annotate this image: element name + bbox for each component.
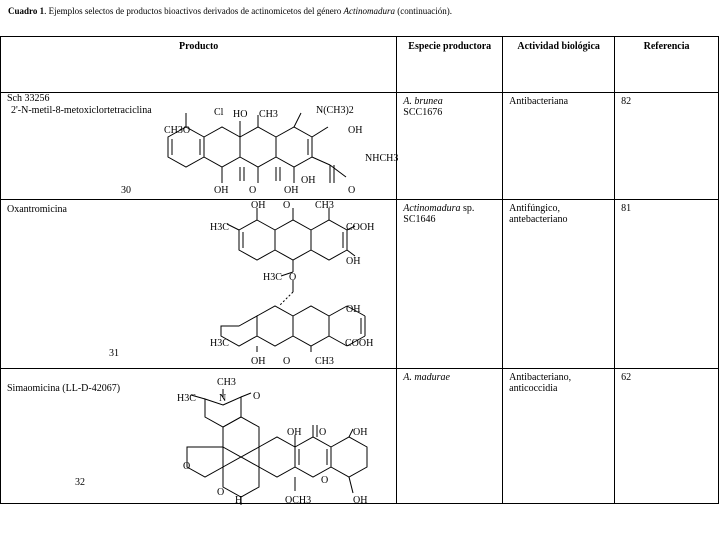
label-cooh2: COOH bbox=[345, 338, 373, 349]
label-oh1: OH bbox=[287, 427, 301, 438]
label-oh4: OH bbox=[251, 356, 265, 367]
label-ho: HO bbox=[233, 109, 247, 120]
label-oh-bottom3: OH bbox=[301, 175, 315, 186]
header-referencia: Referencia bbox=[614, 36, 719, 93]
label-h: H bbox=[235, 495, 242, 506]
species-name: A. madurae bbox=[403, 372, 450, 383]
header-producto: Producto bbox=[0, 36, 398, 93]
reference-cell: 62 bbox=[614, 368, 719, 504]
species-strain: SCC1676 bbox=[403, 107, 443, 118]
species-name: A. brunea bbox=[403, 96, 443, 107]
label-o-bottom1: O bbox=[249, 185, 256, 196]
compound-number: 30 bbox=[121, 185, 131, 196]
species-cell: Actinomadura sp. SC1646 bbox=[396, 199, 504, 369]
label-oh2: OH bbox=[353, 427, 367, 438]
species-strain: sp. SC1646 bbox=[403, 203, 475, 225]
label-oh-bottom2: OH bbox=[284, 185, 298, 196]
label-oh2: OH bbox=[346, 256, 360, 267]
table-caption: Cuadro 1. Ejemplos selectos de productos… bbox=[8, 6, 452, 16]
header-actividad: Actividad biológica bbox=[502, 36, 616, 93]
product-name: Oxantromicina bbox=[7, 204, 67, 215]
label-cooh1: COOH bbox=[346, 222, 374, 233]
label-och3: OCH3 bbox=[285, 495, 311, 506]
label-h3c1: H3C bbox=[210, 222, 229, 233]
reference-cell: 81 bbox=[614, 199, 719, 369]
label-oh3: OH bbox=[353, 495, 367, 506]
label-ch3: CH3 bbox=[217, 377, 236, 388]
activity-cell: Antibacteriana bbox=[502, 92, 616, 200]
label-o-ring2: O bbox=[217, 487, 224, 498]
caption-suffix: (continuación). bbox=[395, 6, 452, 16]
product-chemical-name: 2'-N-metil-8-metoxiclortetraciclina bbox=[11, 105, 152, 116]
caption-label: Cuadro 1 bbox=[8, 6, 45, 16]
label-ch3-1: CH3 bbox=[315, 200, 334, 211]
label-o-c: O bbox=[253, 391, 260, 402]
structure-simaomicina: CH3 H3C N O OH O OH O O O H OCH3 OH bbox=[177, 377, 368, 506]
label-o2: O bbox=[283, 356, 290, 367]
label-h3c: H3C bbox=[177, 393, 196, 404]
label-h3c-mid: H3C bbox=[263, 272, 282, 283]
label-nhch3: NHCH3 bbox=[365, 153, 398, 164]
caption-genus: Actinomadura bbox=[343, 6, 396, 16]
product-cell: Sch 33256 2'-N-metil-8-metoxiclortetraci… bbox=[0, 92, 398, 200]
product-cell: Simaomicina (LL-D-42067) 32 CH3 H3C bbox=[0, 368, 398, 506]
structure-sch33256: Cl HO CH3 N(CH3)2 OH CH3O NHCH3 OH O OH … bbox=[164, 105, 398, 196]
product-code: Sch 33256 bbox=[7, 93, 50, 104]
products-table: Producto Especie productora Actividad bi… bbox=[0, 36, 719, 506]
label-h3c2: H3C bbox=[210, 338, 229, 349]
caption-text: . Ejemplos selectos de productos bioacti… bbox=[44, 6, 344, 16]
header-row: Producto Especie productora Actividad bi… bbox=[0, 36, 719, 93]
compound-number: 32 bbox=[75, 477, 85, 488]
table-row: Sch 33256 2'-N-metil-8-metoxiclortetraci… bbox=[0, 92, 719, 200]
header-especie: Especie productora bbox=[396, 36, 504, 93]
label-o1: O bbox=[283, 200, 290, 211]
label-cl: Cl bbox=[214, 107, 224, 118]
label-oh-bottom1: OH bbox=[214, 185, 228, 196]
product-name: Sch 33256 2'-N-metil-8-metoxiclortetraci… bbox=[7, 93, 152, 117]
table-row: Simaomicina (LL-D-42067) 32 CH3 H3C bbox=[0, 368, 719, 506]
label-ch3-top: CH3 bbox=[259, 109, 278, 120]
label-o-ring3: O bbox=[321, 475, 328, 486]
label-o-mid: O bbox=[289, 272, 296, 283]
label-ch3-2: CH3 bbox=[315, 356, 334, 367]
label-oh-right: OH bbox=[348, 125, 362, 136]
label-o-ring1: O bbox=[183, 461, 190, 472]
species-name: Actinomadura bbox=[403, 203, 461, 214]
product-cell: Oxantromicina 31 bbox=[0, 199, 398, 369]
reference-cell: 82 bbox=[614, 92, 719, 200]
activity-cell: Antifúngico, antebacteriano bbox=[502, 199, 616, 369]
label-ch3o: CH3O bbox=[164, 125, 190, 136]
activity-cell: Antibacteriano, anticoccidia bbox=[502, 368, 616, 504]
label-oh3: OH bbox=[346, 304, 360, 315]
compound-number: 31 bbox=[109, 348, 119, 359]
label-nme2: N(CH3)2 bbox=[316, 105, 354, 116]
species-cell: A. madurae bbox=[396, 368, 504, 504]
structure-oxantromicina: OH O CH3 H3C COOH OH H3C O OH H3C COOH O… bbox=[210, 200, 374, 367]
label-oh1: OH bbox=[251, 200, 265, 211]
product-name: Simaomicina (LL-D-42067) bbox=[7, 383, 121, 394]
table-row: Oxantromicina 31 bbox=[0, 199, 719, 369]
label-o-bottom2: O bbox=[348, 185, 355, 196]
label-n: N bbox=[219, 393, 226, 404]
label-o1: O bbox=[319, 427, 326, 438]
